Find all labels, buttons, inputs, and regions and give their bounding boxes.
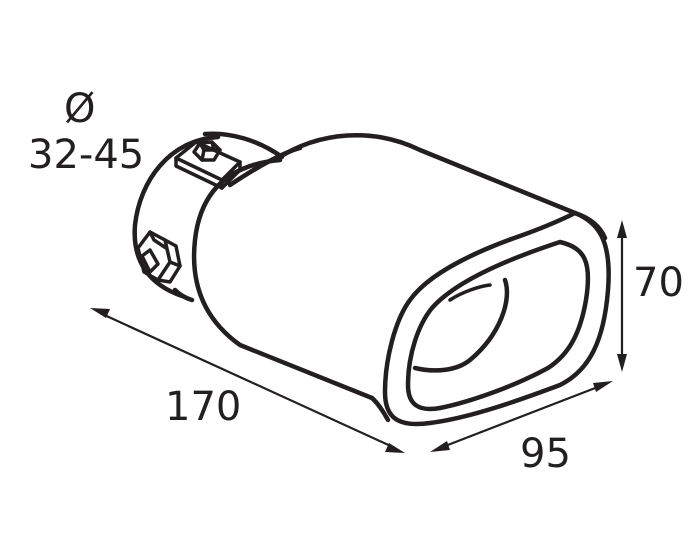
length-label: 170 <box>165 384 241 430</box>
clamp-bolt-top-icon <box>174 140 242 190</box>
height-label: 70 <box>633 260 684 306</box>
clamp-bolt-side-icon <box>136 230 182 284</box>
inlet-pipe <box>132 131 285 303</box>
diameter-range-label: 32-45 <box>28 132 144 178</box>
tip-body <box>191 133 608 423</box>
height-dimension <box>617 220 627 372</box>
outlet-rim <box>382 210 611 427</box>
length-dimension <box>90 308 405 453</box>
width-dimension <box>430 381 613 452</box>
width-label: 95 <box>520 431 571 477</box>
diameter-symbol: Ø <box>64 86 95 132</box>
